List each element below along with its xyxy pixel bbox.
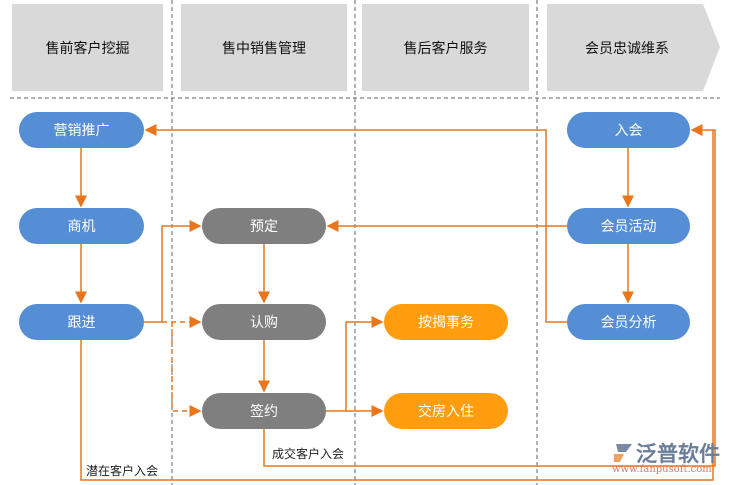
node-sign: 签约 — [202, 393, 326, 429]
node-handover: 交房入住 — [384, 393, 508, 429]
arrow-analysis-to-marketing — [144, 124, 567, 323]
lane-dividers — [10, 0, 720, 485]
logo-name: 泛普软件 — [636, 442, 720, 466]
node-analysis: 会员分析 — [567, 304, 690, 340]
node-marketing: 营销推广 — [19, 112, 144, 148]
arrow-followup-to-reserve — [144, 220, 202, 323]
logo-url: www.fanpusoft.com — [612, 464, 712, 475]
label-deal: 成交客户入会 — [272, 447, 345, 461]
dashed-arrow-to-sign — [171, 322, 202, 417]
node-followup: 跟进 — [19, 304, 144, 340]
node-mortgage: 按揭事务 — [384, 304, 508, 340]
header-aftersale: 售后客户服务 — [362, 4, 529, 91]
node-subscribe: 认购 — [202, 304, 326, 340]
label-potential: 潜在客户入会 — [86, 464, 159, 478]
node-reserve: 预定 — [202, 208, 326, 244]
logo-icon — [614, 444, 632, 462]
header-insale: 售中销售管理 — [181, 4, 347, 91]
header-loyalty: 会员忠诚维系 — [585, 40, 669, 57]
line-followup-to-join — [80, 130, 714, 481]
header-arrow — [547, 4, 720, 91]
node-opportunity: 商机 — [19, 208, 144, 244]
node-activity: 会员活动 — [567, 208, 690, 244]
header-presale: 售前客户挖掘 — [12, 4, 163, 91]
node-join: 入会 — [567, 112, 690, 148]
arrow-sign-to-mortgage — [326, 316, 384, 412]
arrow-sign-to-join — [263, 124, 716, 467]
